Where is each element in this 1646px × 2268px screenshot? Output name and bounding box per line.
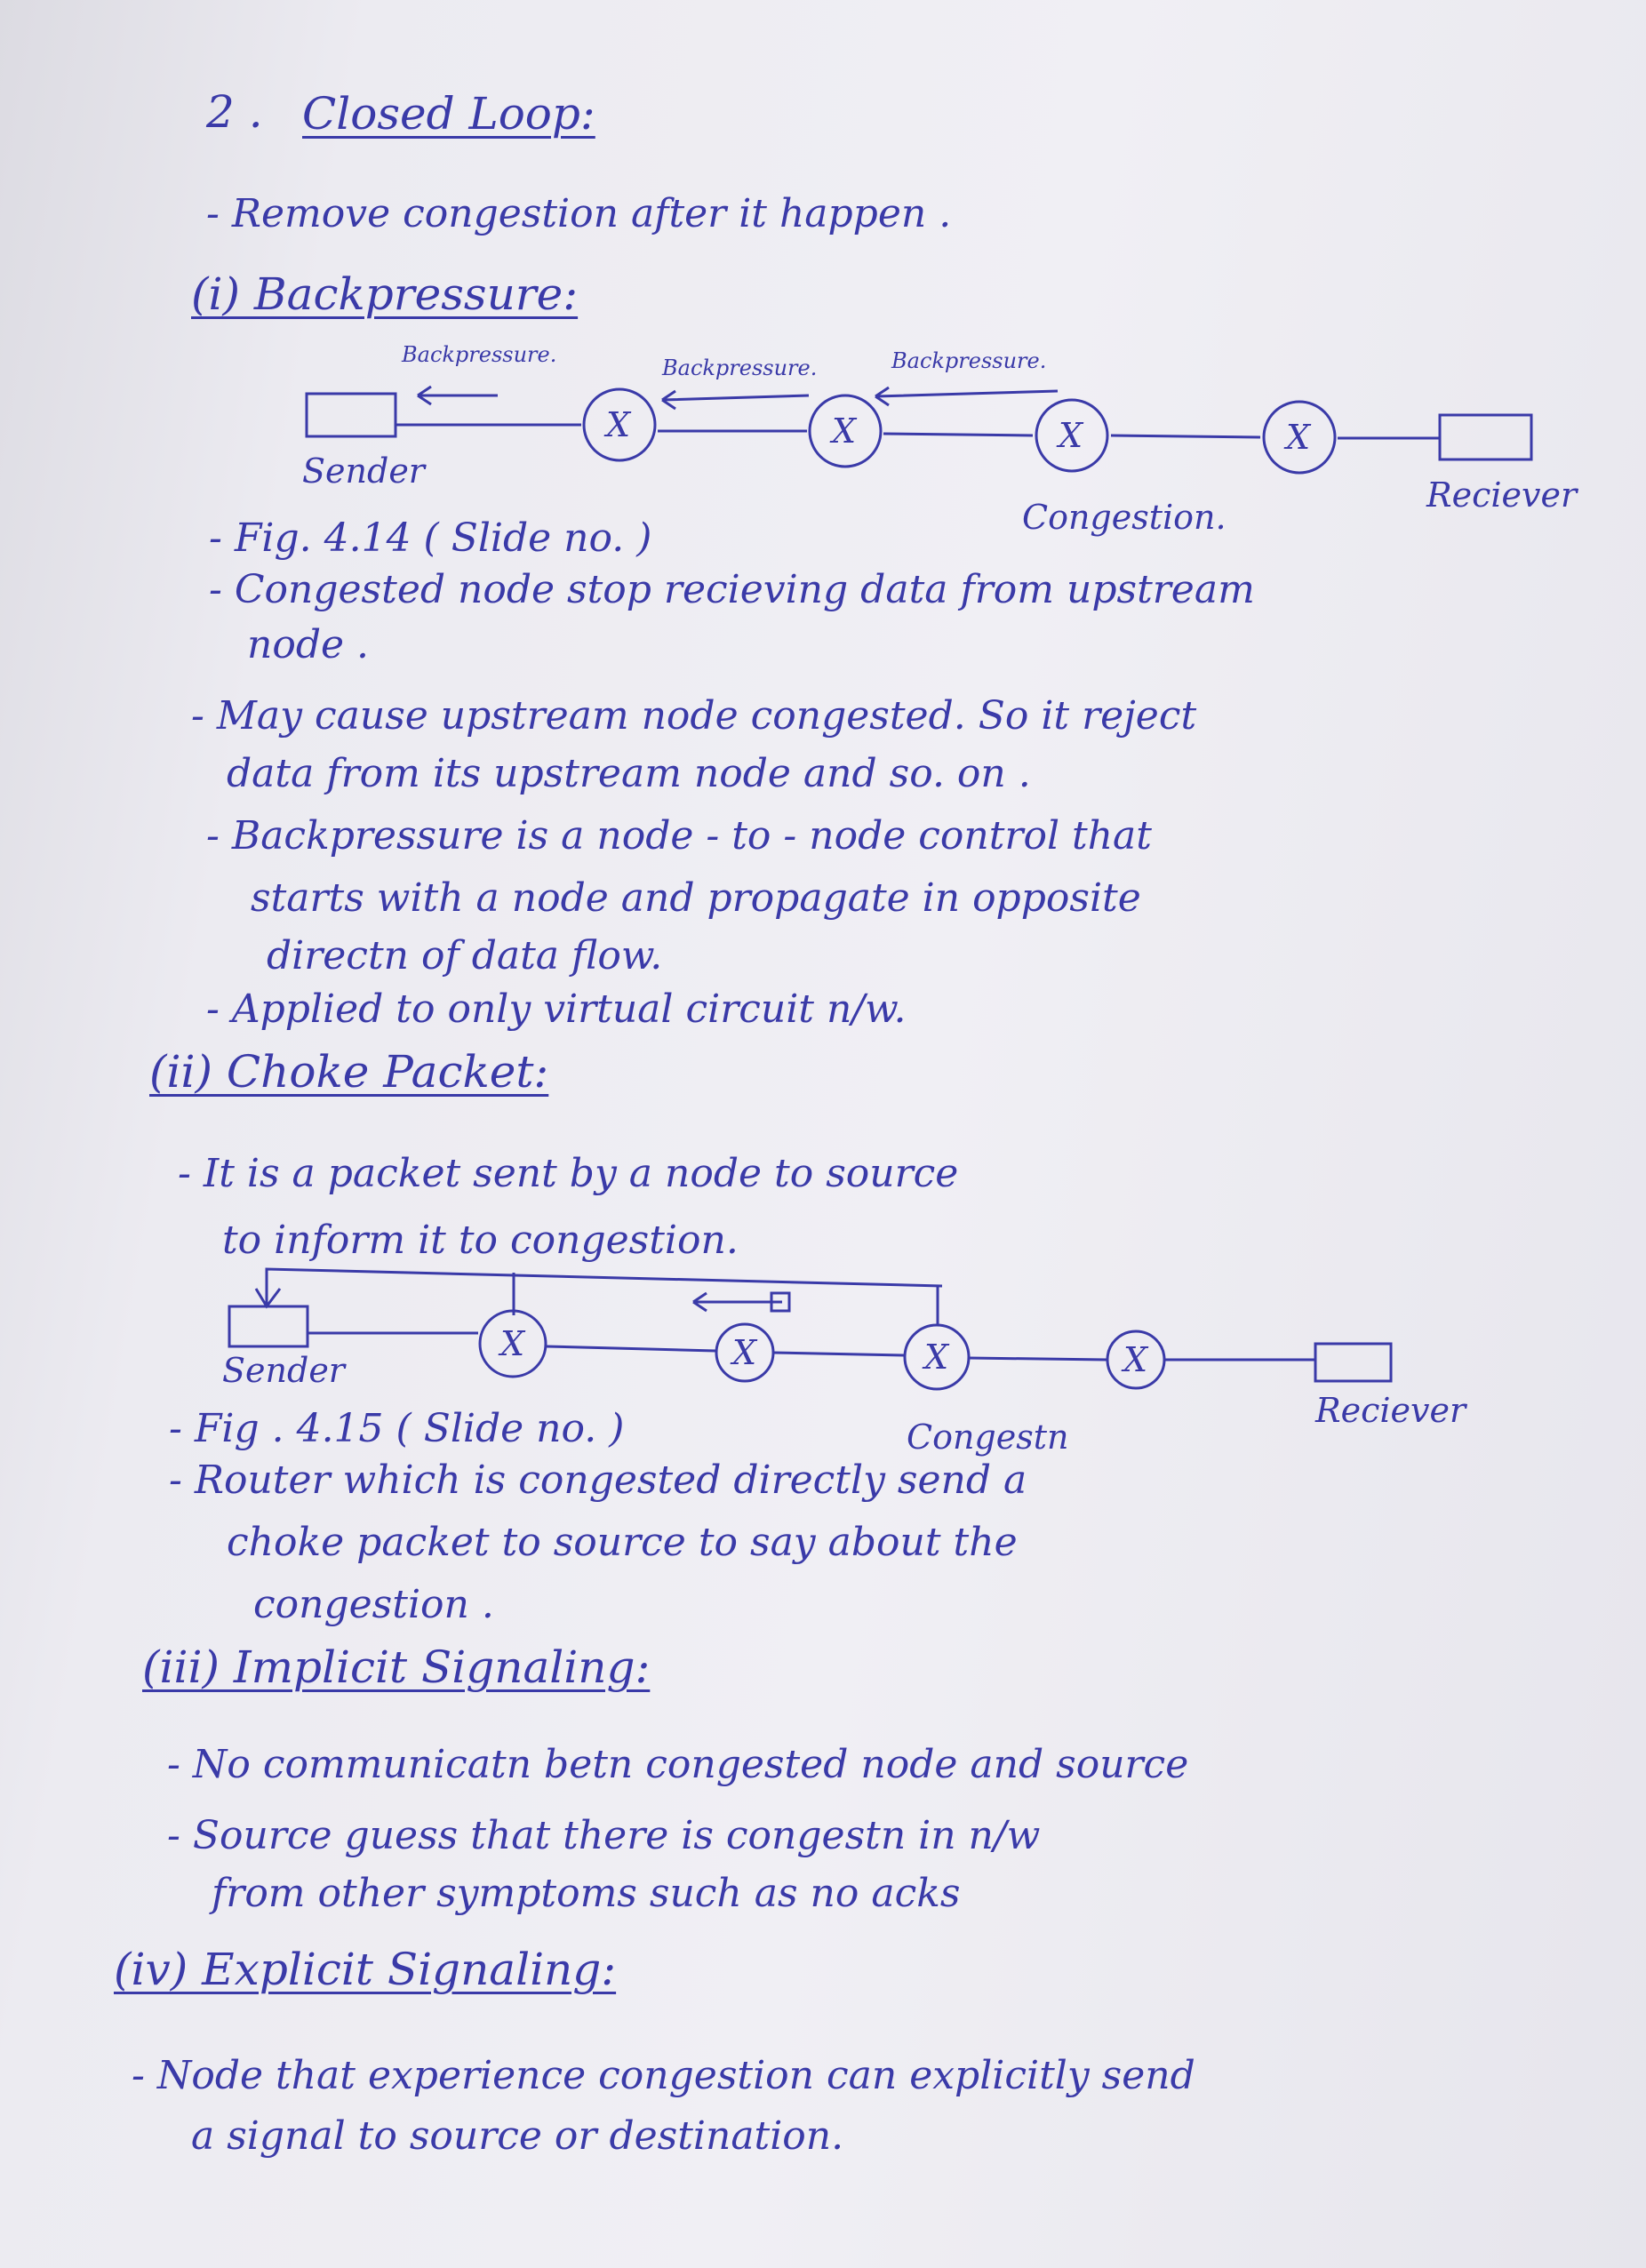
bp-arrow-label-2: Backpressure. xyxy=(662,355,818,380)
bp-arrow-1 xyxy=(417,385,498,406)
explicit-point-1-cont: a signal to source or destination. xyxy=(191,2113,844,2159)
explicit-point-1: - Node that experience congestion can ex… xyxy=(132,2053,1195,2098)
bp-node-1 xyxy=(582,387,657,462)
bp-node-4-glyph: X xyxy=(1286,418,1311,457)
cp-link-3 xyxy=(772,1351,906,1357)
bp-point-2-cont: data from its upstream node and so. on . xyxy=(227,751,1031,796)
bp-point-3: - Backpressure is a node - to - node con… xyxy=(206,813,1152,858)
explicit-title: (iv) Explicit Signaling: xyxy=(114,1944,617,1995)
bp-node-3 xyxy=(1035,398,1109,473)
bp-point-4: - Applied to only virtual circuit n/w. xyxy=(206,986,907,1032)
cp-node-2-glyph: X xyxy=(732,1333,757,1372)
implicit-point-2: - Source guess that there is congestn in… xyxy=(167,1813,1041,1858)
bp-sender-label: Sender xyxy=(302,451,425,491)
bp-node-1-glyph: X xyxy=(606,405,631,444)
choke-point-1: - It is a packet sent by a node to sourc… xyxy=(178,1151,959,1196)
cp-feedback-line xyxy=(265,1267,943,1306)
bp-point-3-cont2: directn of data flow. xyxy=(267,933,663,978)
cp-congestion-label: Congestn xyxy=(907,1418,1069,1457)
bp-node-4 xyxy=(1262,400,1337,475)
bp-receiver-box xyxy=(1438,413,1533,461)
bp-link-3 xyxy=(883,432,1034,437)
cp-packet-arrow xyxy=(692,1291,782,1313)
cp-after-2: choke packet to source to say about the xyxy=(227,1520,1018,1565)
implicit-point-2-cont: from other symptoms such as no acks xyxy=(212,1871,961,1916)
cp-packet-box xyxy=(770,1291,791,1313)
cp-link-2 xyxy=(546,1345,716,1353)
cp-node-3-glyph: X xyxy=(924,1338,949,1377)
bp-point-2: - May cause upstream node congested. So … xyxy=(191,693,1197,739)
choke-point-1-cont: to inform it to congestion. xyxy=(222,1218,739,1263)
bp-sender-box xyxy=(305,392,397,438)
cp-node-1-glyph: X xyxy=(500,1324,525,1363)
heading-number: 2 . xyxy=(206,86,263,138)
heading-title: Closed Loop: xyxy=(302,88,595,140)
bp-receiver-label: Reciever xyxy=(1426,475,1578,515)
bp-point-1-cont: node . xyxy=(247,622,370,667)
cp-node-4-glyph: X xyxy=(1123,1340,1148,1379)
cp-node-3 xyxy=(903,1323,971,1391)
bp-arrow-label-3: Backpressure. xyxy=(891,348,1047,373)
cp-receiver-label: Reciever xyxy=(1315,1391,1466,1430)
cp-node-2 xyxy=(715,1322,775,1383)
cp-node-4 xyxy=(1106,1330,1166,1390)
bp-link-4 xyxy=(1110,434,1261,439)
bp-node-2-glyph: X xyxy=(832,411,857,451)
bp-point-1: - Congested node stop recieving data fro… xyxy=(209,567,1255,612)
bp-node-2 xyxy=(808,394,883,468)
cp-sender-box xyxy=(228,1305,309,1348)
bp-arrow-2 xyxy=(661,389,810,411)
bp-arrow-label-1: Backpressure. xyxy=(402,342,557,367)
bp-congestion-label: Congestion. xyxy=(1022,498,1227,537)
bp-fig-ref: - Fig. 4.14 ( Slide no. ) xyxy=(209,515,652,561)
cp-after-1: - Router which is congested directly sen… xyxy=(169,1457,1027,1503)
bp-arrow-3 xyxy=(875,386,1059,407)
cp-fig-ref: - Fig . 4.15 ( Slide no. ) xyxy=(169,1406,625,1451)
bp-point-3-cont: starts with a node and propagate in oppo… xyxy=(251,875,1141,921)
cp-receiver-box xyxy=(1314,1342,1393,1383)
cp-link-4 xyxy=(968,1356,1107,1362)
choke-title: (ii) Choke Packet: xyxy=(149,1046,549,1098)
implicit-title: (iii) Implicit Signaling: xyxy=(142,1641,651,1693)
backpressure-title: (i) Backpressure: xyxy=(191,268,579,320)
implicit-point-1: - No communicatn betn congested node and… xyxy=(167,1742,1189,1787)
cp-after-3: congestion . xyxy=(253,1582,494,1627)
bp-node-3-glyph: X xyxy=(1059,416,1083,455)
cp-node-1 xyxy=(478,1309,547,1378)
cp-sender-label: Sender xyxy=(222,1351,345,1390)
intro-line: - Remove congestion after it happen . xyxy=(206,191,952,236)
